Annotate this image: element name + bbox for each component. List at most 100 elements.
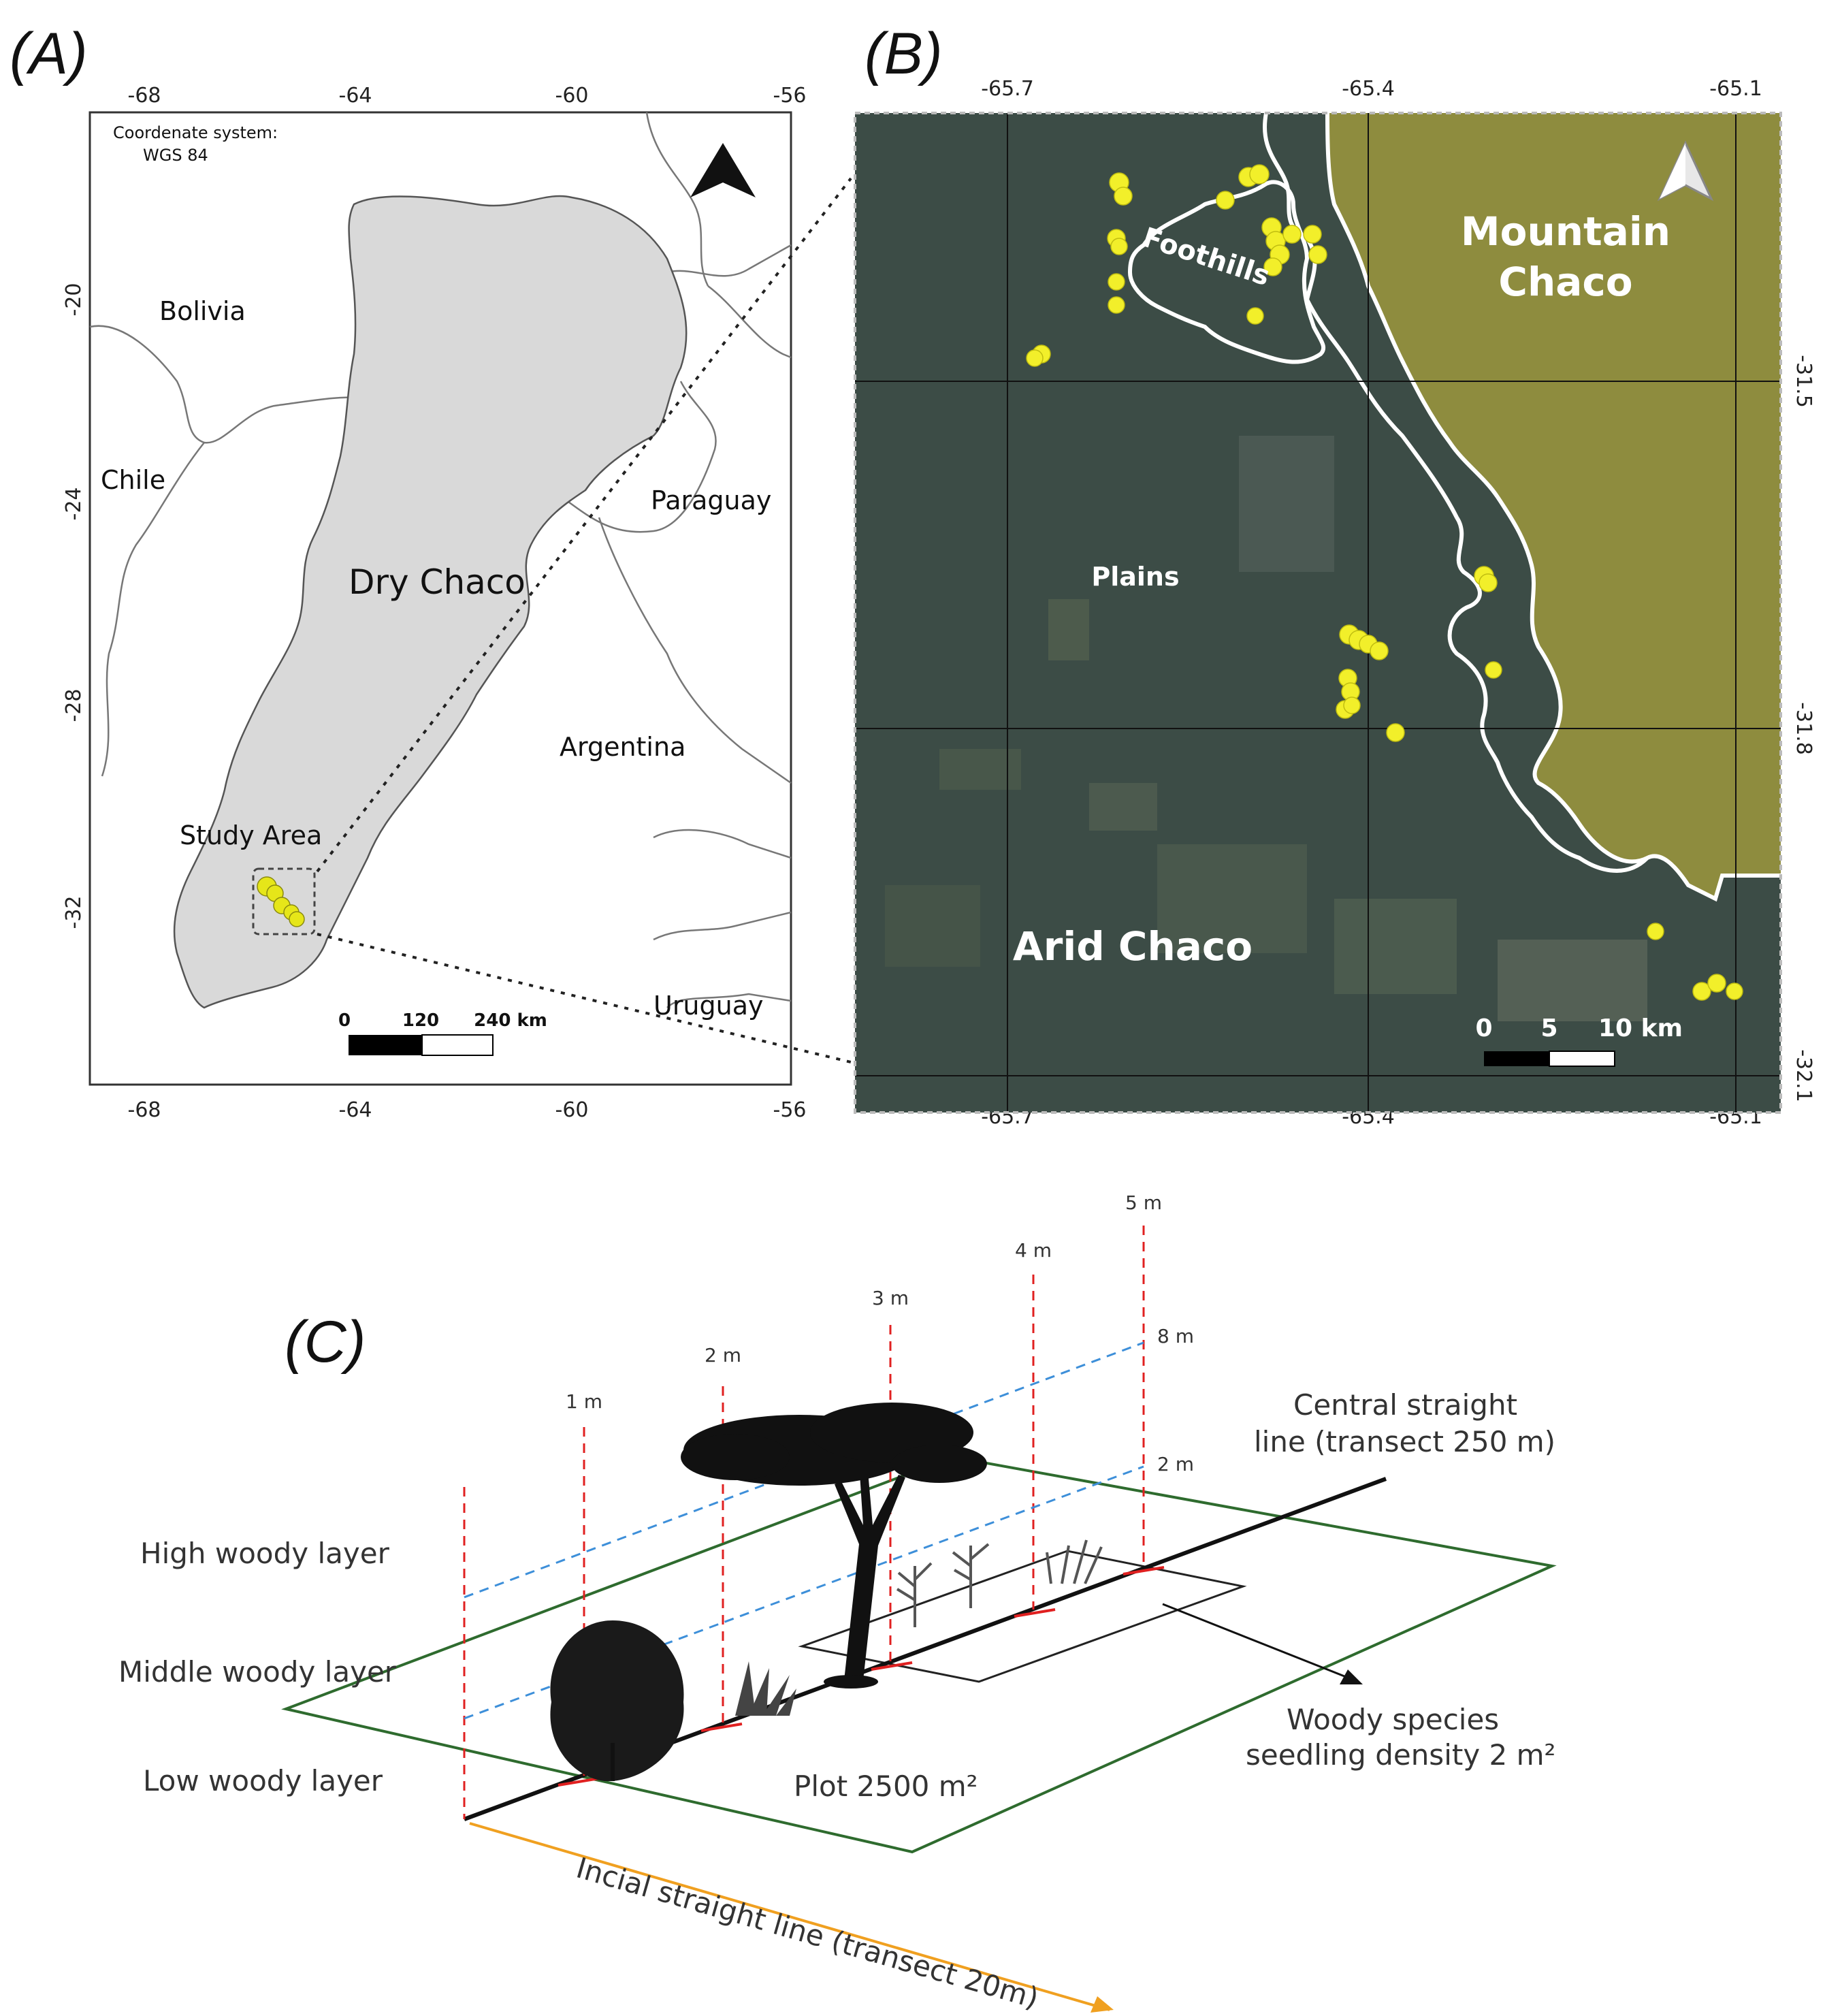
north-arrow-icon [690,143,756,197]
sample-point [1108,296,1125,314]
study-area-box [252,867,316,935]
panel-c-letter: (C) [285,1309,366,1375]
arrow-head-icon [1340,1669,1363,1684]
sample-point [1707,974,1726,993]
central-line-label: Central straight [1293,1388,1517,1422]
height-label-2m: 2 m [705,1344,741,1366]
country-label-argentina: Argentina [560,732,685,762]
tick-top: -65.4 [1342,77,1395,101]
woody-species-label-2: seedling density 2 m² [1246,1738,1555,1772]
sample-point [1303,225,1322,244]
region-label-mountain: Mountain [1461,208,1670,255]
tick-left: -24 [62,487,86,521]
height-label-1m: 1 m [566,1390,602,1413]
sample-point [1647,923,1664,940]
layer-label-high: High woody layer [140,1537,390,1570]
country-label-chile: Chile [101,465,165,495]
tick-left: -28 [62,689,86,722]
arrow-head-icon [1091,1996,1114,2013]
sample-point [1026,349,1044,367]
country-label-bolivia: Bolivia [159,296,246,326]
tick-top: -56 [773,84,807,108]
tick-bottom: -68 [128,1098,161,1122]
sample-point [1246,307,1264,325]
sample-point [1249,164,1270,185]
region-label-chaco: Chaco [1498,259,1632,305]
tick-bottom: -64 [339,1098,372,1122]
tick-top: -64 [339,84,372,108]
panel-c: (C) [118,1191,1557,2015]
panel-a-letter: (A) [10,21,88,86]
study-area-label: Study Area [180,820,322,850]
region-label-dry-chaco: Dry Chaco [349,562,526,602]
sample-point [1216,191,1235,210]
dry-chaco-polygon [173,195,688,1009]
tick-right: -31.8 [1792,702,1815,755]
tick-top: -68 [128,84,161,108]
scale-bar-white [421,1034,494,1056]
layer-label-low: Low woody layer [143,1764,383,1797]
transect-ticks [558,1566,1165,1787]
study-point [289,911,305,927]
tick-left: -32 [62,896,86,929]
tick-left: -20 [62,283,86,317]
tree-icon [681,1403,987,1689]
coord-system-label: Coordenate system: [113,123,278,142]
pointer-line [1162,1603,1348,1679]
initial-transect-line [469,1822,1110,2011]
tick-bottom: -60 [555,1098,589,1122]
scale-label: 120 [402,1010,439,1031]
sample-point [1114,187,1133,206]
north-arrow-icon [1657,140,1714,202]
scale-bar-white [1549,1051,1615,1067]
sample-point [1343,697,1361,714]
sample-point [1485,661,1502,679]
woody-species-label: Woody species [1287,1703,1499,1736]
width-label-8m: 8 m [1157,1325,1194,1347]
mountain-chaco-area [1327,113,1781,899]
height-label-4m: 4 m [1015,1239,1052,1262]
tick-top: -65.7 [981,77,1034,101]
seedling-icon [896,1539,1103,1627]
region-label-plains: Plains [1091,562,1179,592]
panel-b: (B) -65.7 -65.4 -65.1 -65.7 -65.4 -65.1 … [854,21,1815,1129]
map-grid [855,113,1781,1113]
scale-label: 240 km [474,1010,547,1031]
sample-points [1026,164,1743,1001]
panel-a: (A) -68 -64 -60 -56 -68 -64 -60 -56 -20 … [10,21,807,1122]
scale-label: 0 [338,1010,351,1031]
tick-top: -60 [555,84,589,108]
tick-right: -31.5 [1792,355,1815,408]
coord-system-value: WGS 84 [143,146,208,165]
country-label-paraguay: Paraguay [651,485,771,515]
tick-bottom: -56 [773,1098,807,1122]
plot-outline [281,1455,1557,1854]
scale-bar-black [1484,1051,1549,1066]
sample-point [1110,238,1128,255]
scale-bar-black [349,1035,422,1055]
zoom-lines [316,177,852,1063]
sample-point [1726,982,1743,1000]
layer-label-middle: Middle woody layer [118,1655,397,1689]
height-label-3m: 3 m [872,1287,909,1309]
sample-point [1308,245,1327,264]
scale-label: 5 [1540,1014,1557,1042]
central-line-label-2: line (transect 250 m) [1254,1425,1555,1458]
sample-point [1386,723,1405,742]
initial-line-label: Incial straight line (transect 20m) [572,1851,1042,2015]
shrub-icon [550,1620,684,1781]
sample-point [1263,257,1282,276]
tick-right: -32.1 [1792,1049,1815,1102]
satellite-texture [885,436,1647,1021]
region-label-arid-chaco: Arid Chaco [1013,923,1253,970]
grass-icon [735,1661,796,1716]
study-points [257,876,305,927]
scale-label: 10 km [1598,1014,1683,1042]
sample-point [1108,273,1125,291]
country-label-uruguay: Uruguay [653,991,764,1021]
sample-point [1692,982,1711,1001]
map-frame [854,112,1782,1114]
sample-point [1479,573,1498,592]
scale-label: 0 [1475,1014,1492,1042]
